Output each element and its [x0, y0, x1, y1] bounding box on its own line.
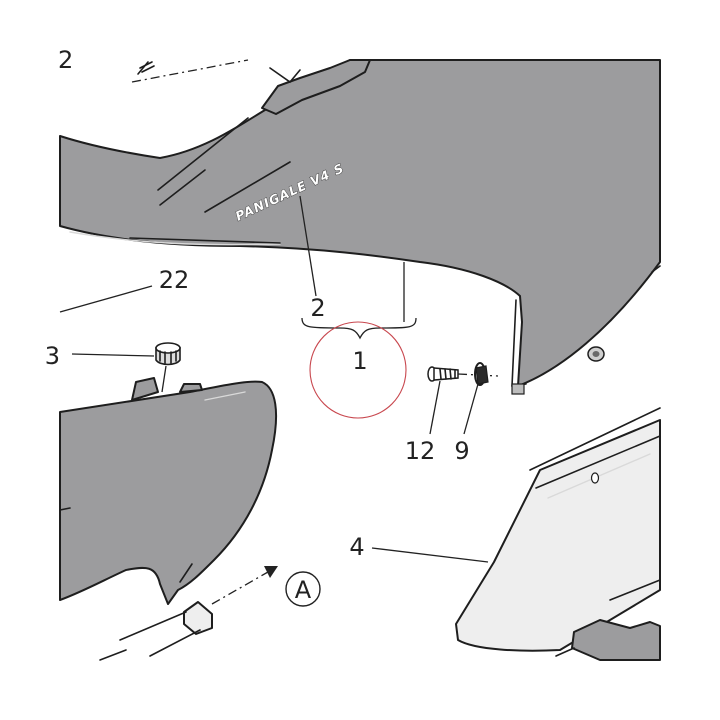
- right-lower-panel: [455, 407, 661, 661]
- leader-2: [299, 195, 317, 297]
- fairing-top-mount: [261, 59, 371, 115]
- top-fastener: [137, 61, 155, 75]
- ref-arrow-a: [264, 566, 278, 578]
- left-side-panel-body: [59, 380, 278, 605]
- leader-3: [71, 353, 155, 357]
- cap-3: [155, 342, 181, 393]
- callout-1: 1: [352, 347, 367, 375]
- washer-9: [474, 362, 489, 386]
- callout-2: 2: [310, 294, 325, 322]
- ref-line-a: [211, 571, 269, 605]
- highlight-circle: [309, 321, 407, 419]
- callout-4: 4: [349, 533, 364, 561]
- callout-22: 22: [159, 266, 190, 294]
- ref-line-top: [131, 59, 249, 83]
- callout-9: 9: [454, 437, 469, 465]
- screw-12: [427, 366, 459, 382]
- lower-bolt: [99, 601, 213, 661]
- fairing-stripe: [204, 161, 291, 213]
- callout-2-top: 2: [58, 46, 73, 74]
- fairing-stripe: [159, 169, 206, 206]
- callout-3: 3: [45, 342, 60, 370]
- leader-12: [429, 380, 441, 435]
- panel-hole: [590, 472, 600, 484]
- fairing-stripe: [157, 117, 249, 191]
- callout-12: 12: [405, 437, 436, 465]
- left-panel-mount: [131, 377, 159, 401]
- view-a-label: A: [295, 576, 312, 604]
- main-fairing-body: [59, 59, 661, 387]
- leader-9: [463, 383, 479, 435]
- right-panel-body: [455, 419, 661, 652]
- view-a-circle: [285, 571, 321, 607]
- left-side-panel: [59, 377, 278, 605]
- right-panel-bracket: [571, 619, 661, 661]
- left-panel-boss: [179, 383, 203, 393]
- group-brace: [301, 317, 417, 340]
- fairing-tab: [511, 383, 525, 395]
- fairing-top-mount-edge: [269, 67, 301, 84]
- leader-22: [59, 285, 153, 313]
- main-fairing: PANIGALE V4 S: [59, 59, 661, 395]
- leader-4: [371, 547, 489, 563]
